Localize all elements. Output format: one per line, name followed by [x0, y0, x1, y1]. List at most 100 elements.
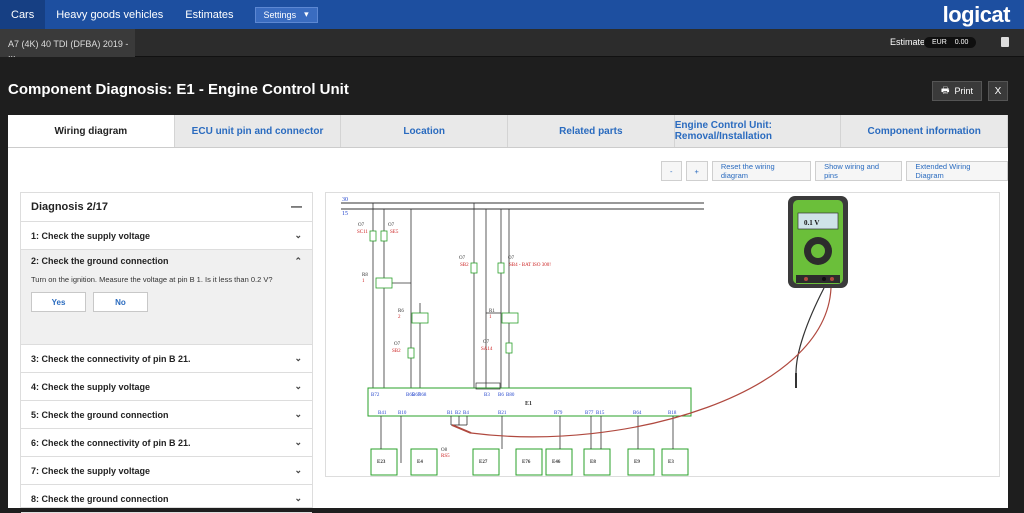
- component-box: [661, 448, 689, 476]
- diagnosis-step[interactable]: 4: Check the supply voltage ⌄: [21, 373, 312, 401]
- tab-wiring-diagram[interactable]: Wiring diagram: [8, 115, 175, 147]
- component-label: E27: [479, 460, 488, 465]
- chevron-up-icon[interactable]: ⌃: [294, 256, 302, 266]
- rail-label: 15: [342, 211, 348, 217]
- extended-diagram-button[interactable]: Extended Wiring Diagram: [906, 161, 1008, 181]
- diagnosis-step[interactable]: 6: Check the connectivity of pin B 21. ⌄: [21, 429, 312, 457]
- component-box: [545, 448, 573, 476]
- ecu-pin-label: B65: [406, 393, 415, 398]
- vehicle-selector[interactable]: A7 (4K) 40 TDI (DFBA) 2019 - ...: [0, 29, 135, 59]
- relay-id: R1: [489, 309, 495, 314]
- ecu-label: E1: [525, 401, 532, 407]
- fuse-id: O7: [388, 223, 395, 228]
- diagnosis-step-expanded: 2: Check the ground connection ⌃ Turn on…: [21, 250, 312, 345]
- fuse-id: O7: [508, 256, 515, 261]
- tab-removal-installation[interactable]: Engine Control Unit: Removal/Installatio…: [675, 115, 842, 147]
- diagram-toolbar: - + Reset the wiring diagram Show wiring…: [661, 161, 1008, 181]
- component-label: E23: [377, 460, 386, 465]
- fuse-id: O7: [358, 223, 365, 228]
- component-box: [583, 448, 611, 476]
- fuse-code: SB4 - BAT ISO 300!: [509, 263, 551, 268]
- nav-tab-cars[interactable]: Cars: [0, 0, 46, 29]
- yes-button[interactable]: Yes: [31, 292, 86, 312]
- diagnosis-step[interactable]: 8: Check the ground connection ⌄: [21, 485, 312, 513]
- ecu-pin-label: B21: [498, 411, 507, 416]
- vehicle-bar: A7 (4K) 40 TDI (DFBA) 2019 - ... Estimat…: [0, 29, 1024, 59]
- wiring-diagram: 30 15: [341, 196, 848, 476]
- step-label: 3: Check the connectivity of pin B 21.: [31, 353, 191, 364]
- diagnosis-step[interactable]: 3: Check the connectivity of pin B 21. ⌄: [21, 345, 312, 373]
- zoom-in-button[interactable]: +: [685, 161, 708, 181]
- estimate-total[interactable]: EUR 0.00: [924, 37, 977, 48]
- ecu-box: [367, 387, 692, 417]
- currency: EUR: [932, 39, 947, 46]
- component-box: [410, 448, 438, 476]
- step-label: 7: Check the supply voltage: [31, 465, 151, 476]
- close-button[interactable]: X: [988, 81, 1008, 101]
- relay-n: 1: [489, 315, 492, 320]
- settings-label: Settings: [263, 9, 297, 20]
- fuse-id: O7: [394, 342, 401, 347]
- ecu-pin-label: B77: [585, 411, 594, 416]
- ecu-pin-label: B6: [498, 393, 504, 398]
- fuse-code: SE5: [390, 230, 399, 235]
- calculator-icon[interactable]: [1001, 37, 1009, 47]
- fuse-code: SC11: [357, 230, 368, 235]
- diagnosis-step[interactable]: 1: Check the supply voltage ⌄: [21, 222, 312, 250]
- tab-ecu-pin-connector[interactable]: ECU unit pin and connector: [175, 115, 342, 147]
- fuse-code: SB2: [392, 349, 401, 354]
- ground-code: RS5: [441, 454, 450, 459]
- chevron-down-icon: ⌄: [294, 493, 302, 503]
- nav-tab-heavy-goods[interactable]: Heavy goods vehicles: [56, 8, 164, 21]
- nav-tab-estimates[interactable]: Estimates: [185, 8, 234, 21]
- chevron-down-icon: ⌄: [294, 437, 302, 447]
- ecu-pin-label: B68: [418, 393, 427, 398]
- chevron-down-icon: ⌄: [294, 381, 302, 391]
- chevron-down-icon: ⌄: [294, 230, 302, 240]
- diagnosis-header: Diagnosis 2/17 —: [21, 193, 312, 222]
- no-button[interactable]: No: [93, 292, 148, 312]
- chevron-down-icon: ⌄: [294, 409, 302, 419]
- fuse-id: O7: [483, 340, 490, 345]
- ecu-pin-label: B79: [554, 411, 563, 416]
- ecu-pin-label: B18: [668, 411, 677, 416]
- chevron-down-icon: ⌄: [294, 353, 302, 363]
- component-label: E3: [668, 460, 674, 465]
- top-navigation: Cars Heavy goods vehicles Estimates Sett…: [0, 0, 1024, 29]
- multimeter-icon: 0.1 V: [788, 196, 848, 288]
- collapse-icon[interactable]: —: [291, 201, 302, 213]
- estimate-value: 0.00: [954, 39, 969, 46]
- step-label: 4: Check the supply voltage: [31, 381, 151, 392]
- tab-component-information[interactable]: Component information: [841, 115, 1009, 147]
- show-wiring-button[interactable]: Show wiring and pins: [815, 161, 903, 181]
- diagnosis-step[interactable]: 7: Check the supply voltage ⌄: [21, 457, 312, 485]
- ecu-pin-label: B15: [596, 411, 605, 416]
- red-probe: [451, 424, 472, 434]
- black-probe-wire: [795, 287, 825, 374]
- tab-related-parts[interactable]: Related parts: [508, 115, 675, 147]
- fuse-code: SA14: [481, 347, 493, 352]
- diagnosis-title: Diagnosis 2/17: [31, 201, 109, 213]
- relay-n: 2: [398, 315, 401, 320]
- step-label: 2: Check the ground connection: [31, 256, 169, 266]
- ecu-pin-label: B2: [455, 411, 461, 416]
- component-label: E76: [522, 460, 531, 465]
- zoom-out-button[interactable]: -: [661, 161, 682, 181]
- print-label: Print: [954, 86, 973, 96]
- step-label: 1: Check the supply voltage: [31, 230, 151, 241]
- wiring-diagram-canvas[interactable]: 30 15: [325, 192, 1000, 477]
- chevron-down-icon: ⌄: [294, 465, 302, 475]
- caret-down-icon: ▾: [304, 9, 309, 19]
- ecu-pin-label: B3: [484, 393, 490, 398]
- relay-id: R6: [398, 309, 404, 314]
- diagnosis-panel: Diagnosis 2/17 — 1: Check the supply vol…: [20, 192, 313, 513]
- tab-location[interactable]: Location: [341, 115, 509, 147]
- settings-dropdown[interactable]: Settings ▾: [254, 6, 318, 23]
- print-button[interactable]: 🖶 Print: [932, 81, 982, 101]
- page-title: Component Diagnosis: E1 - Engine Control…: [8, 81, 349, 98]
- reset-diagram-button[interactable]: Reset the wiring diagram: [711, 161, 812, 181]
- ecu-pin-label: B67: [412, 393, 421, 398]
- diagnosis-step[interactable]: 5: Check the ground connection ⌄: [21, 401, 312, 429]
- ground-id: O8: [441, 448, 448, 453]
- rail-label: 30: [342, 197, 348, 203]
